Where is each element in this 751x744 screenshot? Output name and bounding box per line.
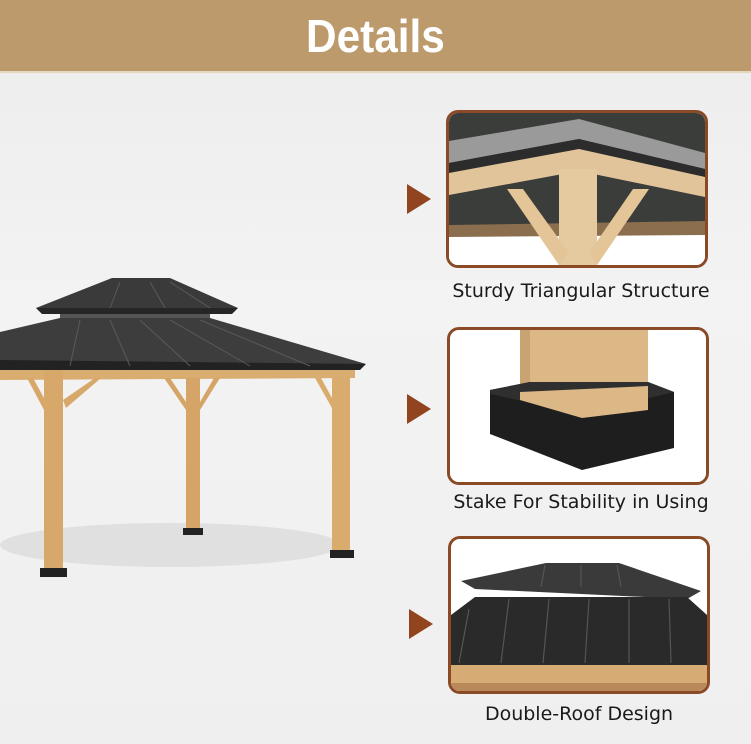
feature-caption: Double-Roof Design — [484, 703, 674, 725]
feature-caption: Sturdy Triangular Structure — [452, 280, 710, 302]
details-header: Details — [0, 0, 751, 73]
pointer-arrow-icon — [407, 394, 431, 424]
page-title: Details — [306, 9, 445, 62]
post-base-stake-icon — [450, 330, 706, 482]
feature-card-double-roof — [448, 536, 710, 694]
gazebo-hero-image — [0, 270, 380, 590]
feature-card-triangular-structure — [446, 110, 708, 268]
feature-caption: Stake For Stability in Using — [453, 491, 709, 513]
feature-card-stake-stability — [447, 327, 709, 485]
pointer-arrow-icon — [409, 609, 433, 639]
pointer-arrow-icon — [407, 184, 431, 214]
triangular-bracket-icon — [449, 113, 705, 265]
double-roof-icon — [451, 539, 707, 691]
gazebo-icon — [0, 278, 366, 577]
